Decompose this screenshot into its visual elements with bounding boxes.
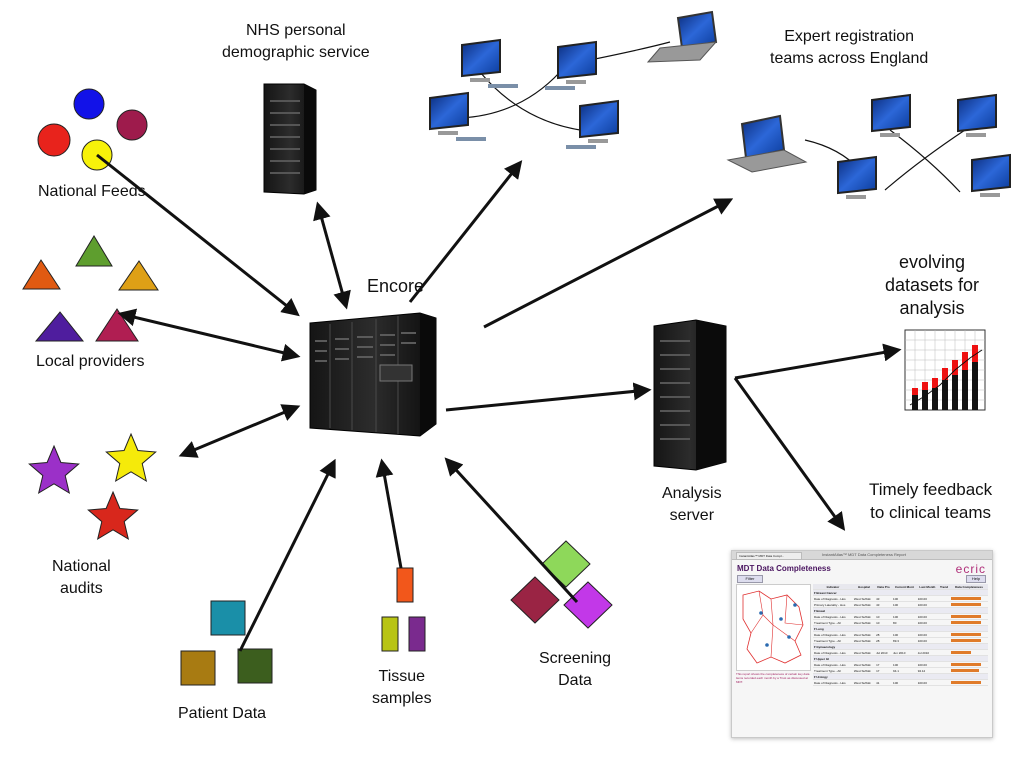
registration-computers-icon xyxy=(429,10,718,149)
report-group-header: ▾ Urology xyxy=(813,673,988,680)
report-column-header: Current Mont xyxy=(892,584,917,590)
nhs-server-icon xyxy=(263,83,317,195)
report-column-header: Data Completeness xyxy=(950,584,988,590)
report-group-header: ▾ Gynaecology xyxy=(813,643,988,650)
arrow-feeds-to-encore xyxy=(96,153,300,317)
report-column-header: Hospital xyxy=(852,584,876,590)
arrow-analysis-to-feedback xyxy=(733,377,846,531)
report-group-header: ▾ Upper GI xyxy=(813,655,988,662)
national-feeds-circles-icon xyxy=(37,88,148,171)
report-region-map xyxy=(736,584,811,671)
encore-label: Encore xyxy=(367,276,425,296)
encore-server-icon xyxy=(309,312,437,437)
arrow-audits-encore xyxy=(178,404,301,458)
report-description: This report shows the completeness of ce… xyxy=(736,672,810,684)
arrow-encore-to-computers xyxy=(408,160,523,303)
report-filter-button: Filter xyxy=(737,575,763,583)
report-column-header: Indicator xyxy=(813,584,853,590)
report-column-header: Data Pro xyxy=(875,584,893,590)
local-providers-triangles-icon xyxy=(22,235,159,342)
report-title: MDT Data Completeness xyxy=(737,564,831,573)
arrow-analysis-to-datasets xyxy=(734,343,902,380)
arrow-screening-to-encore xyxy=(444,457,579,604)
report-column-header: Trend xyxy=(938,584,951,590)
local-providers-label: Local providers xyxy=(36,353,145,370)
report-help-button: Help xyxy=(966,575,986,583)
report-window-title: InstantAtlas™ MDT Data Completeness Repo… xyxy=(732,551,992,560)
arrow-encore-to-analysis xyxy=(445,382,652,412)
bar-chart-icon xyxy=(904,329,986,411)
report-group-header: ▾ Breast Cancer xyxy=(813,589,988,596)
analysis-server-icon xyxy=(653,319,727,471)
national-audits-stars-icon xyxy=(28,432,157,541)
arrow-providers-encore xyxy=(117,308,301,362)
arrow-encore-to-expert-teams xyxy=(483,198,734,329)
report-browser-tab: InstantAtlas™ MDT Data Compl... xyxy=(736,552,802,560)
report-screenshot: InstantAtlas™ MDT Data Completeness Repo… xyxy=(731,550,993,738)
arrow-tissue-to-encore xyxy=(375,458,403,569)
patient-data-squares-icon xyxy=(180,600,273,686)
report-column-header: Last Month xyxy=(916,584,939,590)
expert-teams-computers-icon xyxy=(726,93,1011,199)
flow-arrows xyxy=(96,153,902,652)
ecric-logo: ecric xyxy=(955,562,986,576)
national-feeds-label: National Feeds xyxy=(38,183,146,200)
arrow-patient-to-encore xyxy=(238,458,336,652)
arrow-nhs-encore xyxy=(313,201,351,310)
patient-data-label: Patient Data xyxy=(178,705,267,722)
tissue-samples-bars-icon xyxy=(381,567,426,652)
report-group-header: ▾ Bowel xyxy=(813,607,988,614)
report-group-header: ▾ Lung xyxy=(813,625,988,632)
